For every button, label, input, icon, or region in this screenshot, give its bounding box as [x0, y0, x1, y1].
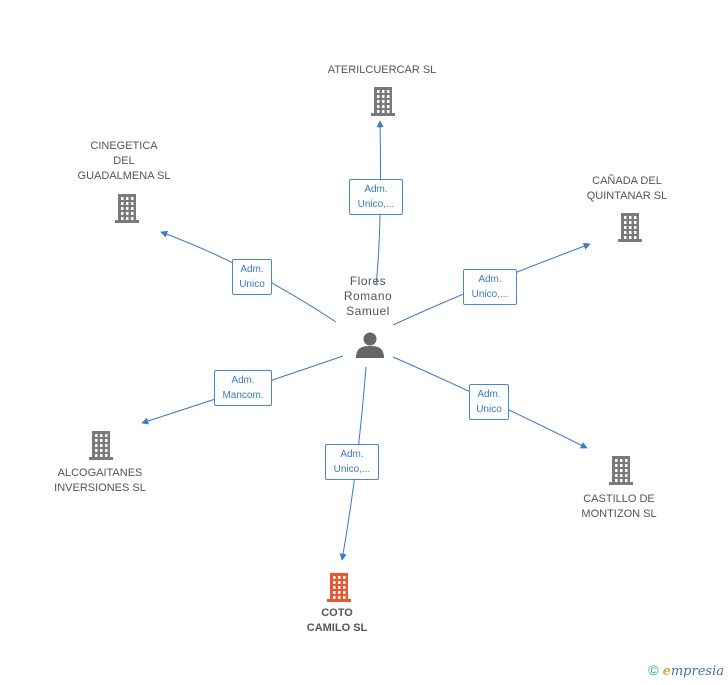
role-badge-canada[interactable]: Adm. Unico,...: [463, 269, 517, 305]
brand-logo: empresia: [662, 664, 724, 679]
center-person-label[interactable]: Flores Romano Samuel: [343, 274, 393, 318]
company-label-cinegetica[interactable]: CINEGETICA DEL GUADALMENA SL: [77, 139, 171, 182]
role-badge-alcogaitanes[interactable]: Adm. Mancom.: [214, 370, 272, 406]
role-badge-coto[interactable]: Adm. Unico,...: [325, 444, 379, 480]
building-icon-cinegetica[interactable]: [115, 194, 139, 223]
building-icon-castillo[interactable]: [609, 456, 633, 485]
copyright-symbol: ©: [648, 662, 659, 678]
role-badge-castillo[interactable]: Adm. Unico: [469, 384, 509, 420]
building-icon-canada[interactable]: [618, 213, 642, 242]
company-label-alcogaitanes[interactable]: ALCOGAITANES INVERSIONES SL: [54, 467, 146, 494]
role-badge-ateril[interactable]: Adm. Unico,...: [349, 179, 403, 215]
building-icon-ateril[interactable]: [371, 87, 395, 116]
building-icon-alcogaitanes[interactable]: [89, 431, 113, 460]
building-icon-coto[interactable]: [327, 573, 351, 602]
company-label-ateril[interactable]: ATERILCUERCAR SL: [327, 63, 437, 76]
company-label-castillo[interactable]: CASTILLO DE MONTIZON SL: [581, 493, 657, 520]
edge-ateril: [375, 120, 384, 286]
person-icon[interactable]: [356, 332, 384, 359]
company-label-coto[interactable]: COTO CAMILO SL: [306, 607, 368, 634]
company-label-canada[interactable]: CAÑADA DEL QUINTANAR SL: [586, 175, 668, 202]
role-badge-cinegetica[interactable]: Adm. Unico: [232, 259, 272, 295]
footer-brand: ©empresia: [648, 662, 724, 679]
